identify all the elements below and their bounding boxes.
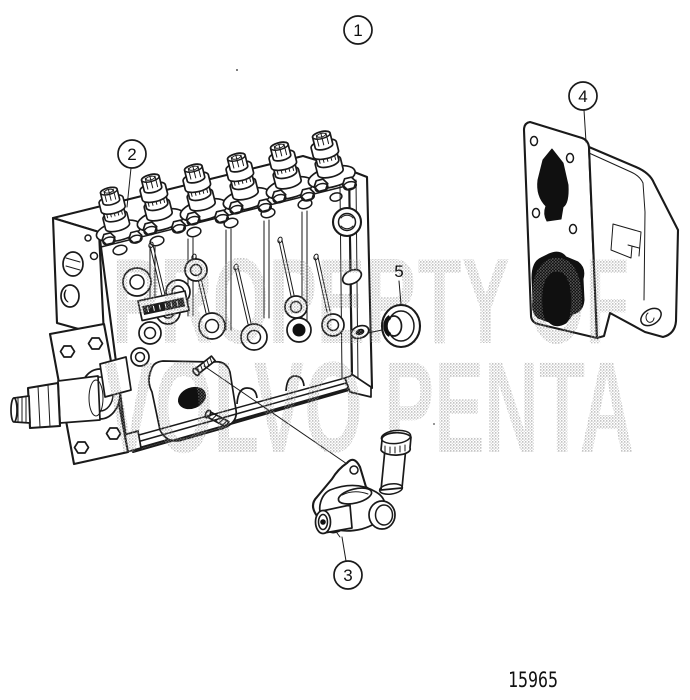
scan-speck — [236, 69, 238, 71]
end-face-plugs — [60, 234, 99, 308]
callout-3-label: 3 — [343, 566, 352, 585]
id-data-plate — [137, 290, 190, 322]
callout-4-label: 4 — [578, 87, 587, 106]
bracket-lower-cutout — [531, 251, 585, 327]
injection-pump-drawing — [10, 125, 374, 467]
bracket-upper-cutout — [537, 148, 569, 222]
callout-1-label: 1 — [353, 21, 362, 40]
bracket-side-panel — [587, 145, 680, 340]
callout-2-label: 2 — [127, 145, 136, 164]
callout-5: 5 — [394, 262, 404, 305]
bracket-cover-drawing — [522, 120, 680, 340]
bracket-step-notch — [610, 223, 642, 259]
support-bracket — [99, 356, 132, 398]
watermark-line2: VOLVO PENTA — [104, 334, 634, 480]
callout-3: 3 — [333, 536, 363, 590]
callouts: 1 2 3 4 5 — [117, 15, 598, 590]
watermark-line1: PROPERTY OF — [112, 233, 629, 369]
callout-2: 2 — [117, 139, 147, 208]
watermark: PROPERTY OF VOLVO PENTA — [104, 233, 634, 480]
drive-shaft — [10, 375, 104, 430]
scan-speck — [433, 423, 435, 425]
bracket-holes — [529, 135, 578, 301]
primer-pump-drawing — [311, 429, 412, 538]
seal-ring-drawing — [367, 303, 422, 349]
leader-line-pump-to-part3 — [203, 365, 351, 467]
overflow-port — [331, 206, 370, 340]
callout-1: 1 — [343, 15, 373, 45]
drawing-number: 15965 — [508, 668, 558, 692]
callout-5-label: 5 — [394, 262, 403, 281]
callout-4: 4 — [568, 81, 598, 143]
